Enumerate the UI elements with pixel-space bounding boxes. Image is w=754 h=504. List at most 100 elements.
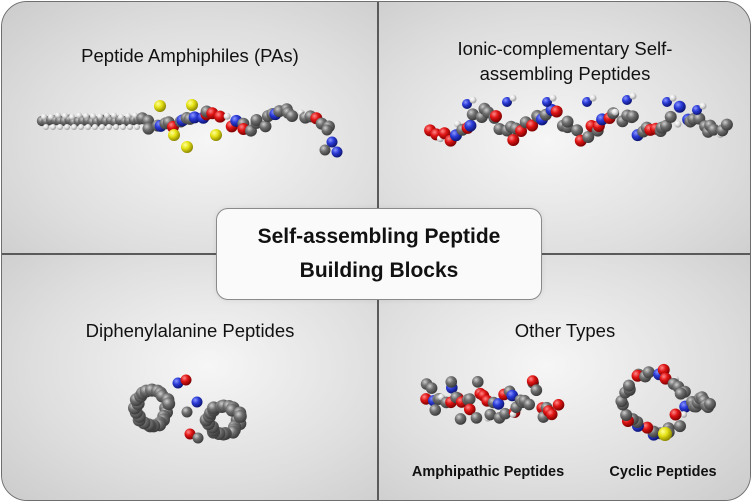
atom (120, 124, 126, 130)
atom (118, 113, 124, 120)
atom (55, 112, 61, 119)
center-title-line2: Building Blocks (299, 259, 459, 282)
atom (463, 403, 476, 416)
atom (674, 120, 682, 128)
atom (214, 110, 227, 123)
atom (319, 144, 331, 156)
atom (125, 112, 131, 119)
atom (92, 124, 98, 130)
atom (626, 110, 639, 123)
atom (286, 109, 299, 122)
atom (673, 420, 686, 433)
atom (466, 108, 479, 121)
atom (669, 408, 682, 421)
atom (210, 129, 222, 141)
atom (471, 376, 484, 388)
atom (526, 375, 539, 387)
atom (489, 110, 502, 123)
atom (552, 399, 565, 411)
atom (674, 387, 687, 400)
atom (642, 366, 655, 379)
atom (502, 97, 512, 107)
quadrant-title: Other Types (514, 320, 616, 341)
quadrant-title-line1: Ionic-complementary Self- (457, 38, 673, 59)
atom (99, 124, 105, 130)
atom (492, 398, 505, 410)
atom (127, 124, 133, 130)
atom (69, 113, 75, 120)
atom (48, 113, 54, 120)
sublabel-amphipathic: Amphipathic Peptides (411, 464, 565, 480)
atom (104, 112, 110, 119)
atom (233, 409, 247, 423)
atom (106, 124, 112, 130)
atom (571, 124, 584, 137)
atom (181, 141, 193, 153)
atom (259, 120, 272, 133)
atom (454, 413, 467, 425)
atom (704, 398, 716, 411)
atom (57, 124, 63, 130)
atom (550, 105, 563, 118)
quadrant-title-line2: assembling Peptides (479, 63, 651, 84)
atom (154, 100, 166, 112)
atom (507, 133, 520, 146)
atom (186, 99, 198, 111)
atom (611, 108, 619, 116)
atom (673, 100, 686, 113)
atom (71, 124, 77, 130)
atom (90, 113, 96, 120)
atom (470, 412, 483, 424)
atom (629, 92, 637, 100)
atom (669, 94, 677, 102)
atom (64, 124, 70, 130)
quadrant-title: Peptide Amphiphiles (PAs) (81, 45, 299, 66)
atom (589, 94, 597, 102)
atom (50, 124, 56, 130)
atom (97, 113, 103, 120)
atom (321, 124, 333, 136)
atom (622, 379, 635, 392)
atom (85, 124, 91, 130)
atom (530, 384, 543, 397)
atom (250, 114, 263, 127)
atom (463, 393, 476, 405)
atom (464, 119, 477, 132)
center-title-box: Self-assembling Peptide Building Blocks (216, 208, 542, 300)
atom (582, 130, 595, 143)
atom (162, 397, 176, 411)
atom (658, 427, 672, 441)
atom (326, 136, 338, 148)
atom (720, 118, 733, 131)
atom (429, 404, 442, 416)
atom (549, 94, 557, 102)
atom (181, 406, 193, 418)
atom (134, 124, 140, 130)
atom (113, 124, 119, 130)
atom (76, 112, 82, 119)
atom (692, 105, 702, 115)
atom (664, 110, 677, 123)
quadrant-title: Diphenylalanine Peptides (85, 320, 295, 341)
atom (62, 112, 68, 119)
atom (662, 97, 672, 107)
center-title-line1: Self-assembling Peptide (257, 225, 501, 248)
atom (192, 432, 204, 444)
atom (699, 102, 707, 110)
atom (223, 112, 231, 120)
atom (43, 124, 49, 130)
atom (499, 407, 512, 420)
atom (484, 408, 497, 421)
atom (445, 376, 458, 388)
atom (168, 129, 180, 141)
atom (425, 382, 438, 394)
atom (142, 122, 155, 135)
atom (331, 146, 343, 158)
atom (561, 115, 574, 128)
atom (111, 112, 117, 119)
atom (188, 111, 201, 124)
atom (469, 96, 477, 104)
atom (545, 408, 558, 421)
